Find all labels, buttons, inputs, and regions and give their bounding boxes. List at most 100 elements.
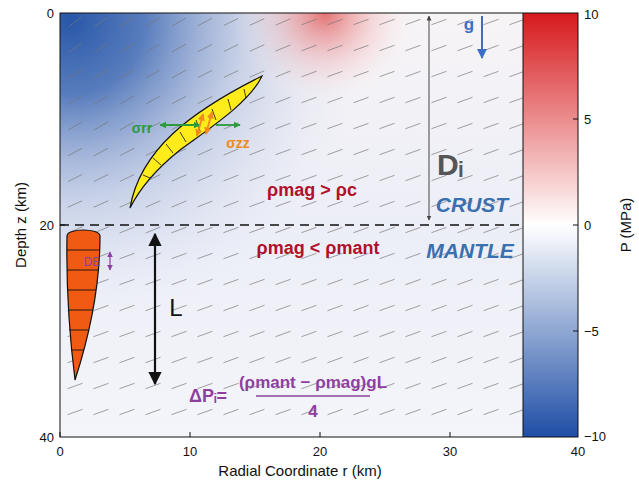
stress-direction-tick <box>354 409 369 414</box>
stress-direction-tick <box>406 357 421 362</box>
stress-direction-tick <box>146 44 160 52</box>
stress-direction-tick <box>172 44 186 52</box>
stress-direction-tick <box>94 305 109 310</box>
stress-direction-tick <box>484 357 499 362</box>
stress-direction-tick <box>94 175 108 182</box>
stress-direction-tick <box>68 383 83 388</box>
stress-direction-tick <box>380 123 395 128</box>
stress-direction-tick <box>302 19 317 25</box>
stress-direction-tick <box>120 383 135 388</box>
stress-direction-tick <box>224 409 239 414</box>
stress-direction-tick <box>120 279 135 284</box>
layer-label: MANTLE <box>426 240 514 261</box>
stress-direction-tick <box>484 305 499 310</box>
stress-direction-tick <box>458 331 473 336</box>
stress-direction-tick <box>484 279 499 284</box>
stress-direction-tick <box>406 201 421 206</box>
stress-direction-tick <box>94 201 109 208</box>
stress-direction-tick <box>484 123 499 128</box>
stress-direction-tick <box>432 383 447 388</box>
stress-direction-tick <box>432 97 447 102</box>
stress-direction-tick <box>198 70 212 77</box>
stress-direction-tick <box>380 97 395 102</box>
stress-direction-tick <box>458 71 473 76</box>
stress-direction-tick <box>458 123 473 128</box>
stress-direction-tick <box>328 357 343 362</box>
stress-direction-tick <box>484 331 499 336</box>
stress-direction-tick <box>510 305 525 310</box>
stress-direction-tick <box>380 279 395 284</box>
stress-direction-tick <box>328 227 343 232</box>
stress-direction-tick <box>250 227 265 232</box>
density-label: ρmag < ρmant <box>257 239 380 257</box>
colorbar-tick: −10 <box>584 430 606 443</box>
stress-direction-tick <box>146 227 161 233</box>
stress-direction-tick <box>120 409 135 414</box>
stress-direction-tick <box>94 44 107 53</box>
stress-direction-tick <box>328 19 343 24</box>
stress-direction-tick <box>95 17 108 26</box>
stress-direction-tick <box>120 70 134 78</box>
stress-direction-tick <box>120 44 133 53</box>
stress-direction-tick <box>354 305 369 310</box>
stress-direction-tick <box>406 45 421 50</box>
stress-direction-tick <box>146 331 161 336</box>
stress-direction-tick <box>380 71 395 76</box>
stress-direction-tick <box>354 45 369 50</box>
stress-direction-tick <box>120 357 135 362</box>
axis-tick: 10 <box>183 445 197 458</box>
stress-direction-tick <box>198 149 213 156</box>
stress-direction-tick <box>276 305 291 310</box>
stress-direction-tick <box>276 149 291 154</box>
stress-direction-tick <box>120 253 135 259</box>
stress-direction-tick <box>302 175 317 180</box>
stress-direction-tick <box>198 97 212 104</box>
stress-direction-tick <box>224 71 238 78</box>
stress-direction-tick <box>146 305 161 310</box>
stress-direction-tick <box>68 96 82 104</box>
stress-direction-tick <box>68 70 81 79</box>
layer-label: CRUST <box>436 194 508 215</box>
stress-direction-tick <box>302 279 317 284</box>
stress-direction-tick <box>380 227 395 232</box>
stress-direction-tick <box>484 71 499 76</box>
stress-direction-tick <box>432 45 447 50</box>
stress-direction-tick <box>328 305 343 310</box>
depth-label: Dᵢ <box>437 150 463 180</box>
stress-direction-tick <box>510 279 525 284</box>
stress-direction-tick <box>146 70 160 78</box>
stress-direction-tick <box>250 97 265 103</box>
stress-direction-tick <box>380 331 395 336</box>
stress-direction-tick <box>224 175 239 181</box>
axis-tick: 20 <box>313 445 327 458</box>
stress-direction-tick <box>276 19 291 25</box>
stress-direction-tick <box>510 331 525 336</box>
axis-tick: 30 <box>443 445 457 458</box>
formula-part: ΔPᵢ= <box>189 387 227 405</box>
stress-direction-tick <box>510 71 525 76</box>
stress-direction-tick <box>94 70 107 79</box>
stress-direction-tick <box>172 70 186 78</box>
stress-direction-tick <box>458 409 473 414</box>
stress-direction-tick <box>458 97 473 102</box>
stress-direction-tick <box>432 409 447 414</box>
stress-direction-tick <box>69 43 82 52</box>
stress-direction-tick <box>224 45 238 52</box>
stress-direction-tick <box>510 45 525 50</box>
stress-direction-tick <box>276 409 291 414</box>
stress-direction-tick <box>328 71 343 76</box>
stress-direction-tick <box>510 201 525 206</box>
stress-direction-tick <box>172 383 187 388</box>
stress-direction-tick <box>380 201 395 206</box>
stress-direction-tick <box>302 97 317 102</box>
stress-direction-tick <box>458 45 473 50</box>
stress-direction-tick <box>198 201 213 207</box>
axis-tick: 0 <box>47 7 54 20</box>
stress-direction-tick <box>302 201 317 206</box>
stress-direction-tick <box>380 45 395 50</box>
stress-direction-tick <box>484 175 499 180</box>
stress-direction-tick <box>250 175 265 181</box>
stress-direction-tick <box>328 279 343 284</box>
stress-direction-tick <box>354 175 369 180</box>
stress-direction-tick <box>276 331 291 336</box>
